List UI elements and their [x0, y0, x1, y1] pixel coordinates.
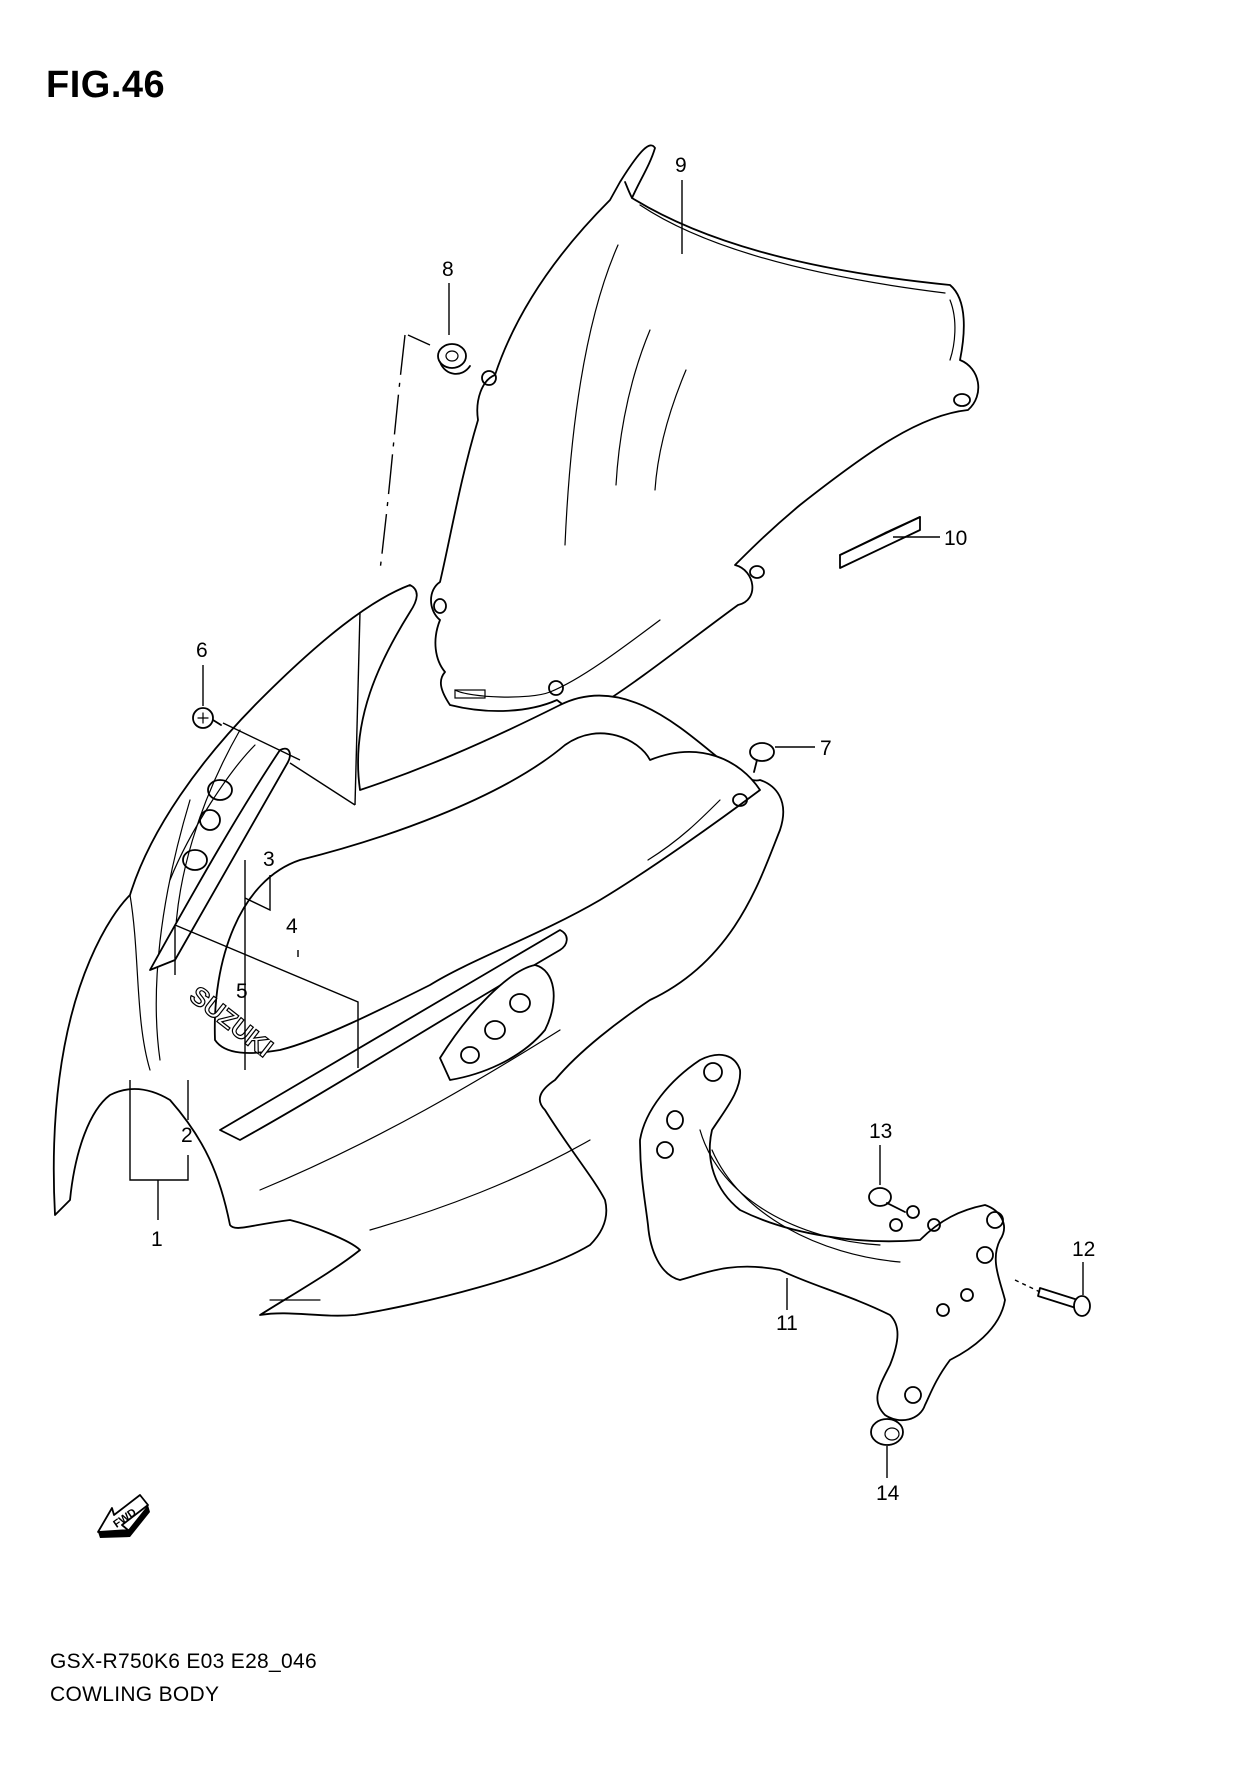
screw-part-6	[192, 707, 222, 729]
fwd-arrow-icon: FWD	[97, 1494, 150, 1538]
vent-group-left	[169, 744, 256, 881]
well-nut-part	[437, 343, 471, 375]
grommet-part-13	[868, 1187, 906, 1213]
vent-group-right	[439, 964, 555, 1081]
callout-2: 2	[181, 1124, 193, 1147]
callout-12: 12	[1072, 1238, 1095, 1261]
callout-10: 10	[944, 527, 967, 550]
callout-9: 9	[675, 154, 687, 177]
cowling-body-part: SUZUKI	[52, 584, 785, 1317]
cowling-bracket-part	[639, 1053, 1006, 1422]
windscreen-part	[430, 144, 980, 712]
callout-6: 6	[196, 639, 208, 662]
callout-14: 14	[876, 1482, 900, 1505]
figure-title: FIG.46	[46, 64, 166, 106]
callout-3: 3	[263, 848, 275, 871]
callout-7: 7	[820, 737, 832, 760]
callout-5: 5	[236, 980, 248, 1003]
cushion-part-14	[870, 1418, 904, 1446]
callout-13: 13	[869, 1120, 892, 1143]
callout-8: 8	[442, 258, 454, 281]
diagram-code: GSX-R750K6 E03 E28_046	[50, 1650, 317, 1673]
screw-part-7	[749, 742, 775, 773]
leader-lines	[129, 180, 1084, 1478]
callout-1: 1	[151, 1228, 163, 1251]
bolt-part-12	[1037, 1287, 1091, 1317]
callout-11: 11	[776, 1312, 798, 1335]
callout-labels: 1 2 3 4 5 6 7 8 9 10 11 12 13 14	[151, 154, 1095, 1505]
diagram-name: COWLING BODY	[50, 1683, 220, 1706]
sponge-pad-part	[839, 516, 921, 569]
callout-4: 4	[286, 915, 298, 938]
